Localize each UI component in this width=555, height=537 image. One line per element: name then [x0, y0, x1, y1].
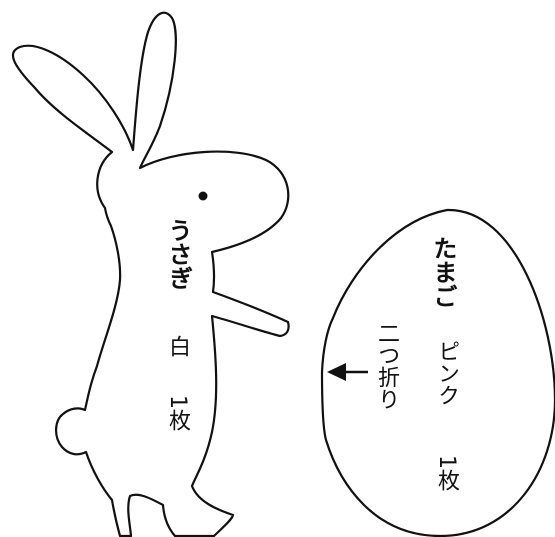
egg-name-label: たまご: [429, 236, 457, 308]
rabbit-eye: [198, 191, 208, 201]
rabbit-name-label: うさぎ: [164, 218, 192, 290]
rabbit-color-label: 白: [165, 335, 190, 357]
egg-count-label: 1枚: [434, 455, 459, 491]
fold-arrow-icon: [327, 363, 368, 381]
egg-outline: [320, 208, 555, 537]
egg-fold-note-label: 二つ折り: [374, 322, 399, 410]
rabbit-count-label: 1枚: [165, 395, 190, 431]
egg-color-label: ピンク: [434, 340, 459, 406]
rabbit-outline: [11, 11, 290, 537]
